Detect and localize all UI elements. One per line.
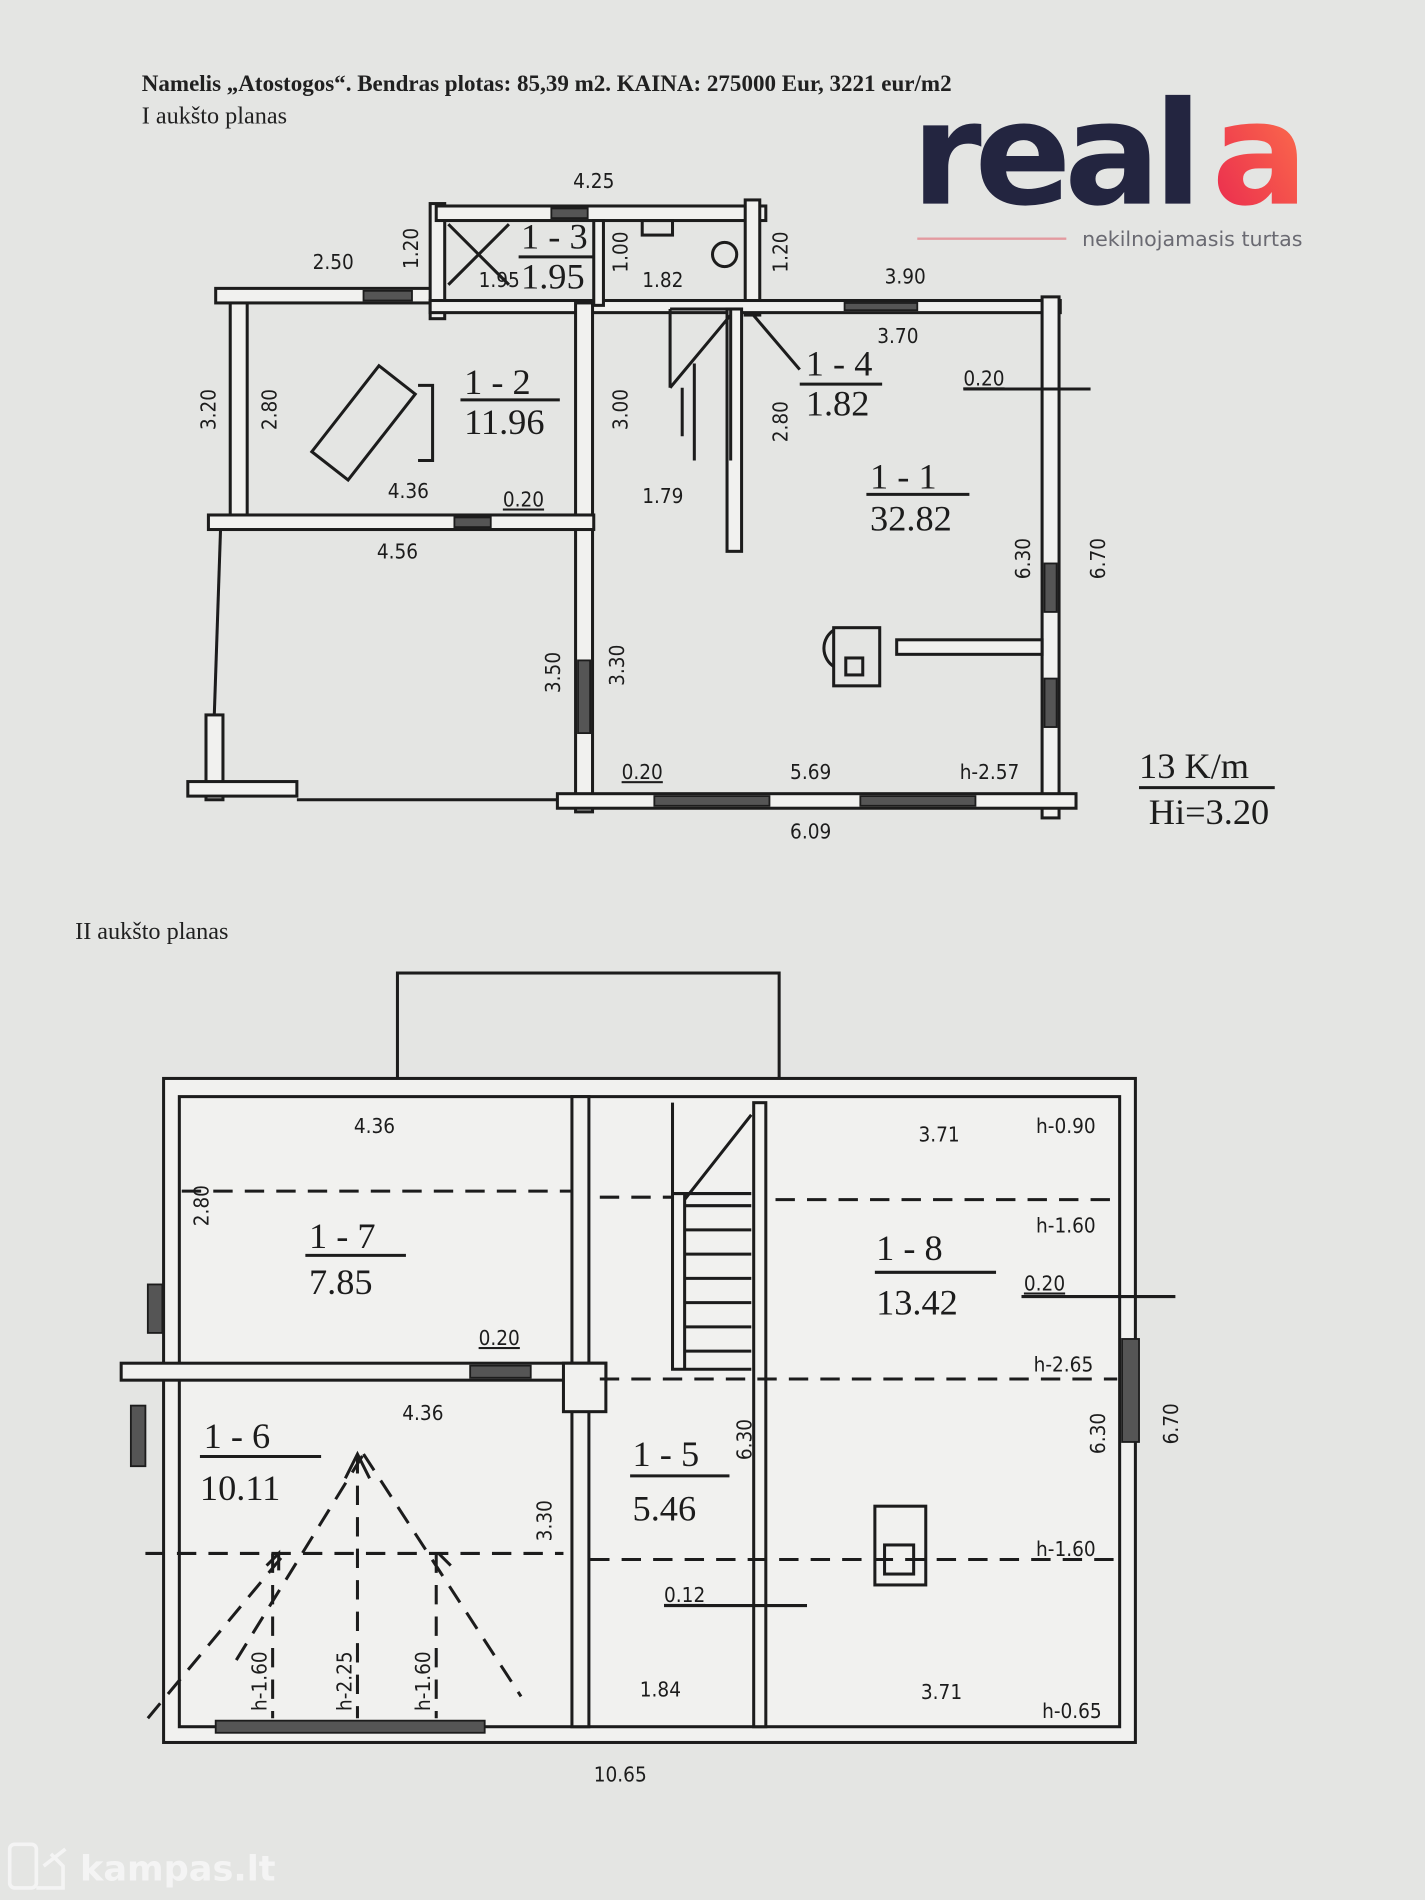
svg-text:0.20: 0.20 [963,366,1004,390]
svg-text:2.80: 2.80 [189,1185,213,1226]
svg-text:h-0.65: h-0.65 [1042,1699,1102,1723]
room-1-8: 1 - 8 13.42 [874,1228,997,1323]
kampas-logo-icon [7,1842,39,1890]
svg-text:1.95: 1.95 [479,268,520,292]
room-1-4: 1 - 4 1.82 [799,344,883,424]
svg-text:3.90: 3.90 [885,265,926,289]
svg-text:4.36: 4.36 [354,1114,395,1138]
svg-text:10.65: 10.65 [594,1762,647,1786]
logo-main-text: real [911,71,1195,238]
svg-text:3.70: 3.70 [877,324,918,348]
svg-text:6.70: 6.70 [1086,538,1110,579]
svg-text:3.50: 3.50 [541,652,565,693]
svg-text:0.20: 0.20 [622,760,663,784]
svg-text:1.20: 1.20 [769,231,793,272]
svg-text:11.96: 11.96 [464,402,544,442]
svg-text:1.95: 1.95 [521,256,585,296]
svg-text:h-1.60: h-1.60 [248,1651,272,1711]
svg-text:3.00: 3.00 [609,389,633,430]
svg-text:4.36: 4.36 [402,1401,443,1425]
svg-text:1.00: 1.00 [609,231,633,272]
svg-text:1.82: 1.82 [642,268,683,292]
svg-text:h-2.25: h-2.25 [332,1651,356,1711]
svg-text:1 - 1: 1 - 1 [870,456,937,496]
svg-text:6.30: 6.30 [732,1419,756,1460]
svg-text:1 - 5: 1 - 5 [633,1434,700,1474]
reala-logo: real a nekilnojamasis turtas [911,71,1308,251]
floor1-plan: 1 - 3 1.95 1 - 2 11.96 1 - 4 1.82 1 - 1 … [186,169,1275,844]
svg-text:3.71: 3.71 [921,1680,962,1704]
svg-text:7.85: 7.85 [309,1262,373,1302]
svg-text:1.20: 1.20 [399,228,423,269]
svg-text:1 - 6: 1 - 6 [204,1416,271,1456]
svg-text:5.69: 5.69 [790,760,831,784]
floor1-heading: I aukšto planas [142,103,287,130]
kampas-watermark: kampas.lt [7,1842,276,1890]
room-1-3: 1 - 3 1.95 [518,216,594,296]
room-1-2: 1 - 2 11.96 [460,362,560,442]
svg-text:6.09: 6.09 [790,820,831,844]
floor2-dimensions: 4.36 2.80 0.20 4.36 3.30 6.30 0.12 1.84 … [189,1114,1182,1786]
floor1-dimensions: 4.25 2.50 1.20 1.95 1.00 1.82 1.20 3.90 … [197,169,1110,844]
svg-text:1.79: 1.79 [642,484,683,508]
scale-note: 13 K/m Hi=3.20 [1139,746,1275,832]
svg-text:3.71: 3.71 [918,1122,959,1146]
svg-text:2.50: 2.50 [313,250,354,274]
svg-text:0.20: 0.20 [503,488,544,512]
logo-tagline: nekilnojamasis turtas [1082,227,1302,251]
svg-text:h-2.65: h-2.65 [1034,1353,1094,1377]
svg-text:4.56: 4.56 [377,540,418,564]
svg-text:h-0.90: h-0.90 [1036,1114,1096,1138]
room-1-5: 1 - 5 5.46 [630,1434,730,1529]
svg-text:1 - 3: 1 - 3 [521,216,588,256]
svg-text:13 K/m: 13 K/m [1139,746,1249,786]
svg-text:0.12: 0.12 [664,1583,705,1607]
svg-text:13.42: 13.42 [876,1283,958,1323]
room-1-6: 1 - 6 10.11 [200,1416,322,1508]
svg-text:Hi=3.20: Hi=3.20 [1149,792,1269,832]
svg-text:6.30: 6.30 [1086,1413,1110,1454]
svg-text:5.46: 5.46 [633,1489,697,1529]
svg-text:6.70: 6.70 [1159,1403,1183,1444]
svg-text:1 - 8: 1 - 8 [876,1228,943,1268]
svg-text:1 - 4: 1 - 4 [806,344,873,384]
svg-text:1 - 2: 1 - 2 [464,362,531,402]
svg-text:1 - 7: 1 - 7 [309,1216,376,1256]
svg-text:h-2.57: h-2.57 [960,760,1020,784]
svg-text:h-1.60: h-1.60 [411,1651,435,1711]
svg-text:1.84: 1.84 [640,1677,681,1701]
svg-text:6.30: 6.30 [1011,538,1035,579]
svg-text:0.20: 0.20 [1024,1271,1065,1295]
svg-text:2.80: 2.80 [769,401,793,442]
room-1-7: 1 - 7 7.85 [305,1216,406,1302]
floor2-plan: 1 - 7 7.85 1 - 8 13.42 1 - 6 10.11 1 - 5… [119,971,1183,1786]
svg-text:2.80: 2.80 [257,389,281,430]
svg-text:32.82: 32.82 [870,499,952,539]
floor2-heading: II aukšto planas [75,918,228,945]
svg-text:3.30: 3.30 [605,645,629,686]
svg-text:h-1.60: h-1.60 [1036,1537,1096,1561]
room-1-1: 1 - 1 32.82 [866,456,970,539]
logo-accent-text: a [1212,71,1308,238]
kampas-text: kampas.lt [80,1849,276,1890]
svg-text:3.20: 3.20 [197,389,221,430]
svg-text:4.36: 4.36 [388,479,429,503]
svg-text:10.11: 10.11 [200,1468,280,1508]
svg-text:1.82: 1.82 [806,384,870,424]
svg-text:0.20: 0.20 [479,1326,520,1350]
svg-text:4.25: 4.25 [573,169,614,193]
svg-text:3.30: 3.30 [532,1500,556,1541]
listing-title: Namelis „Atostogos“. Bendras plotas: 85,… [142,70,952,96]
svg-text:h-1.60: h-1.60 [1036,1213,1096,1237]
